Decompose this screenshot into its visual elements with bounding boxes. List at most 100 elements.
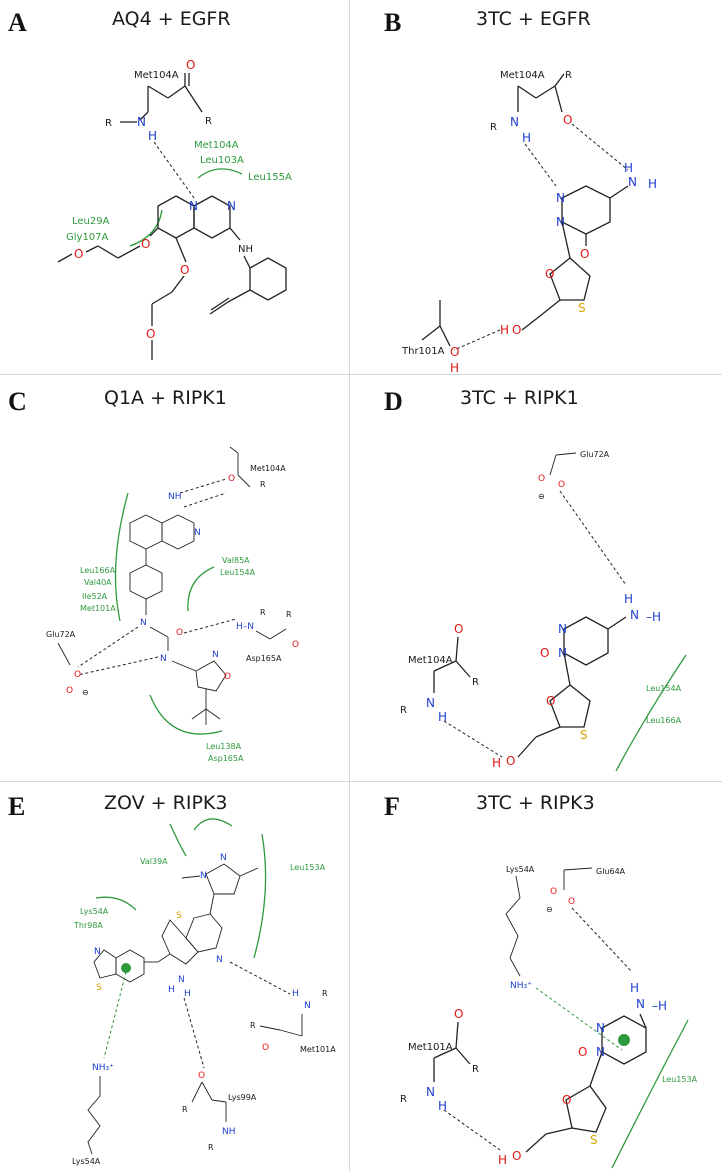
- residue-label: Leu154A: [646, 684, 682, 693]
- atom-n: N: [200, 871, 207, 881]
- molecule-diagram-d: Glu72A O O ⊖ H N –H N N O Met104A O R N: [400, 450, 687, 772]
- pi-centroid: [618, 1034, 630, 1046]
- atom-n: N: [628, 175, 637, 189]
- atom-o: O: [454, 622, 463, 636]
- atom-h: H: [522, 131, 531, 145]
- r-group: R: [182, 1105, 188, 1114]
- residue-label: Val39A: [140, 857, 168, 866]
- residue-label: Met101A: [80, 604, 116, 613]
- panel-title: AQ4 + EGFR: [112, 8, 231, 30]
- r-group: R: [205, 116, 212, 127]
- panel-title: ZOV + RIPK3: [104, 792, 228, 814]
- atom-n: N: [596, 1021, 605, 1035]
- residue-label: Val40A: [84, 578, 112, 587]
- atom-h: H: [168, 985, 175, 995]
- atom-o: O: [146, 327, 155, 341]
- residue-label: Asp165A: [246, 654, 282, 663]
- residue-label: Leu154A: [220, 568, 256, 577]
- atom-o: O: [292, 640, 299, 650]
- atom-n: N: [426, 696, 435, 710]
- atom-o: O: [538, 474, 545, 484]
- atom-o: O: [512, 323, 521, 337]
- residue-label: Asp165A: [208, 754, 244, 763]
- atom-o: O: [198, 1071, 205, 1081]
- atom-o: O: [512, 1149, 521, 1163]
- atom-o: O: [224, 672, 231, 682]
- residue-label: Thr101A: [401, 346, 445, 357]
- panel-d: D 3TC + RIPK1 Glu72A O O ⊖ H N –H N N O …: [350, 375, 722, 781]
- panel-title: 3TC + RIPK3: [476, 792, 595, 814]
- r-group: R: [565, 70, 572, 81]
- atom-n: N: [227, 199, 236, 213]
- residue-label: Met104A: [408, 655, 453, 666]
- atom-n: N: [558, 622, 567, 636]
- residue-label: Glu64A: [596, 867, 626, 876]
- panel-e: E ZOV + RIPK3 N N S N N H H N S: [0, 782, 349, 1171]
- atom-o: O: [74, 247, 83, 261]
- atom-o: O: [546, 694, 555, 708]
- r-group: R: [105, 118, 112, 129]
- atom-s: S: [580, 728, 588, 742]
- molecule-diagram-f: Lys54A NH₃⁺ Glu64A O O ⊖ H N –H N N O Me…: [400, 865, 698, 1169]
- r-group: R: [260, 480, 266, 489]
- charge-label: ⊖: [82, 688, 89, 697]
- atom-h: H: [498, 1153, 507, 1167]
- atom-n: H–N: [236, 622, 254, 632]
- atom-h: –H: [646, 610, 661, 624]
- residue-label: Thr98A: [73, 921, 103, 930]
- panel-letter: A: [8, 8, 27, 37]
- atom-o: O: [558, 480, 565, 490]
- r-group: R: [250, 1021, 256, 1030]
- residue-label: Leu29A: [72, 216, 110, 227]
- r-group: R: [400, 1094, 407, 1105]
- atom-h: H: [184, 989, 191, 999]
- atom-o: O: [141, 237, 150, 251]
- residue-label: Lys54A: [80, 907, 109, 916]
- residue-label: Ile52A: [82, 592, 108, 601]
- atom-s: S: [578, 301, 586, 315]
- r-group: R: [472, 677, 479, 688]
- residue-label: Val85A: [222, 556, 250, 565]
- horizontal-divider-1: [0, 374, 722, 375]
- molecule-diagram-b: Met104A R O N R H N N O N H H: [401, 70, 657, 374]
- residue-label: Leu103A: [200, 155, 244, 166]
- panel-letter: F: [384, 792, 400, 821]
- atom-n: N: [189, 199, 198, 213]
- atom-n: N: [140, 618, 147, 628]
- atom-o: O: [568, 897, 575, 907]
- atom-n: N: [178, 975, 185, 985]
- atom-n: N: [94, 947, 101, 957]
- horizontal-divider-2: [0, 781, 722, 782]
- atom-o: O: [506, 754, 515, 768]
- residue-label: Leu166A: [80, 566, 116, 575]
- panel-title: 3TC + RIPK1: [460, 387, 579, 409]
- atom-s: S: [590, 1133, 598, 1147]
- r-group: R: [472, 1064, 479, 1075]
- atom-n: N: [630, 608, 639, 622]
- residue-label: Leu155A: [248, 172, 292, 183]
- panel-b: B 3TC + EGFR Met104A R O N R H N N O N H…: [350, 0, 722, 374]
- atom-n: NH: [222, 1127, 236, 1137]
- atom-o: O: [262, 1043, 269, 1053]
- molecule-diagram-a: Met104A O R R N H Met104A Leu103A Leu155…: [57, 58, 292, 360]
- atom-h: H: [648, 177, 657, 191]
- residue-label: Leu153A: [662, 1075, 698, 1084]
- panel-f: F 3TC + RIPK3 Lys54A NH₃⁺ Glu64A O O ⊖ H…: [350, 782, 722, 1171]
- atom-o: O: [180, 263, 189, 277]
- atom-o: O: [450, 345, 459, 359]
- atom-n: N: [220, 853, 227, 863]
- atom-h: H: [438, 1099, 447, 1113]
- residue-label: Lys54A: [72, 1157, 101, 1166]
- nh3-label: NH₃⁺: [92, 1063, 114, 1073]
- molecule-diagram-e: N N S N N H H N S H N: [72, 818, 336, 1166]
- residue-label: Gly107A: [66, 232, 109, 243]
- atom-n: N: [510, 115, 519, 129]
- r-group: R: [208, 1143, 214, 1152]
- r-group: R: [286, 610, 292, 619]
- atom-n: NH: [168, 492, 182, 502]
- panel-c: C Q1A + RIPK1 Met104A R O NH N N O N: [0, 375, 349, 781]
- atom-o: O: [540, 646, 549, 660]
- panel-title: 3TC + EGFR: [476, 8, 591, 30]
- panel-title: Q1A + RIPK1: [104, 387, 227, 409]
